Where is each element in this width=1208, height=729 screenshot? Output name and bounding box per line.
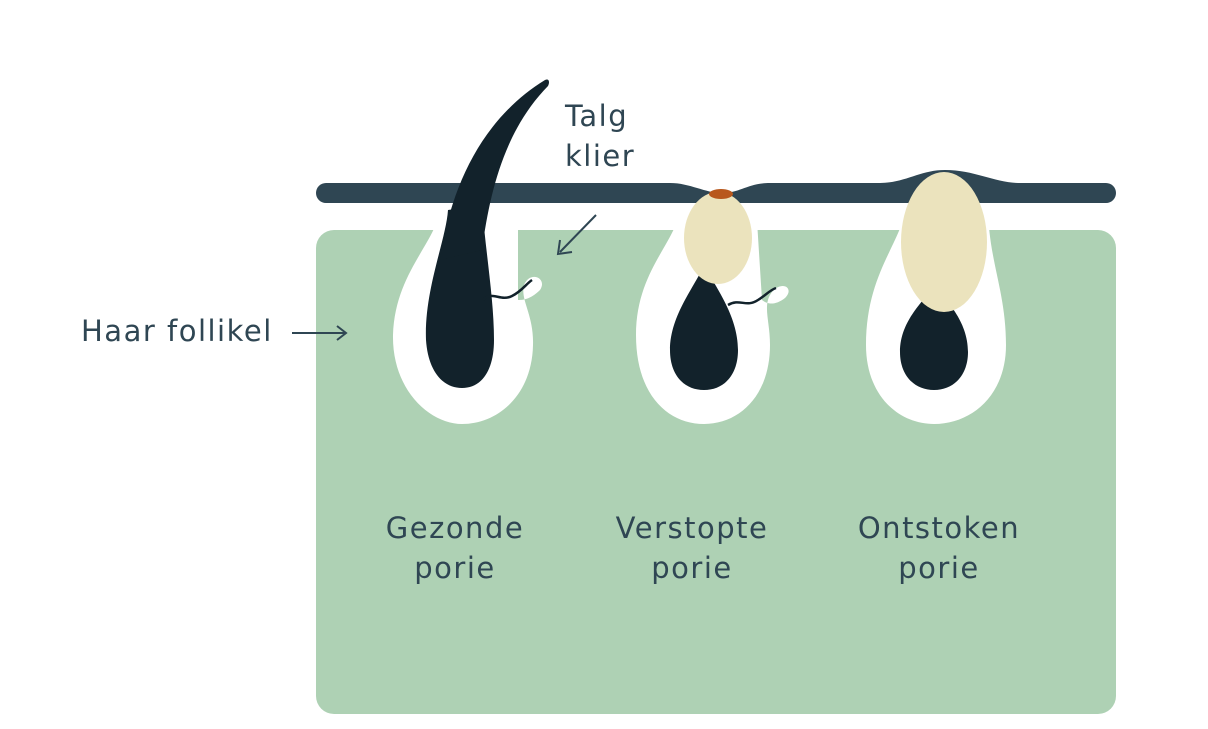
clogged-pore-label: Verstopte porie xyxy=(582,508,802,588)
hair-shaft xyxy=(440,79,549,261)
clogged-sebum-plug xyxy=(684,192,752,284)
healthy-pore-label: Gezonde porie xyxy=(345,508,565,588)
clogged-pore-label-line-2: porie xyxy=(651,551,733,585)
hair-follicle-label: Haar follikel xyxy=(81,311,273,351)
inflamed-pore-label-line-2: porie xyxy=(898,551,980,585)
sebaceous-gland-label: Talg klier xyxy=(565,96,635,176)
blackhead-plug xyxy=(709,189,733,199)
hair-follicle-label-text: Haar follikel xyxy=(81,314,273,348)
sebaceous-gland-arrow-line xyxy=(559,214,597,253)
sebaceous-gland-arrow-head xyxy=(556,239,573,256)
inflamed-pore-label-line-1: Ontstoken xyxy=(857,511,1021,545)
clogged-pore-label-line-1: Verstopte xyxy=(615,511,769,545)
inflamed-follicle-bulb xyxy=(900,285,968,390)
inflamed-sebum-mass xyxy=(901,172,987,312)
sebaceous-gland-label-line-2: klier xyxy=(565,139,636,173)
healthy-gland-duct xyxy=(482,278,533,301)
sebaceous-gland-label-line-1: Talg xyxy=(565,99,629,133)
healthy-pore-label-line-2: porie xyxy=(414,551,496,585)
clogged-follicle-bulb xyxy=(670,265,738,390)
clogged-gland-duct xyxy=(727,286,777,307)
hair-follicle-arrow-head xyxy=(336,325,348,341)
healthy-pore-label-line-1: Gezonde xyxy=(385,511,525,545)
inflamed-pore-label: Ontstoken porie xyxy=(829,508,1049,588)
